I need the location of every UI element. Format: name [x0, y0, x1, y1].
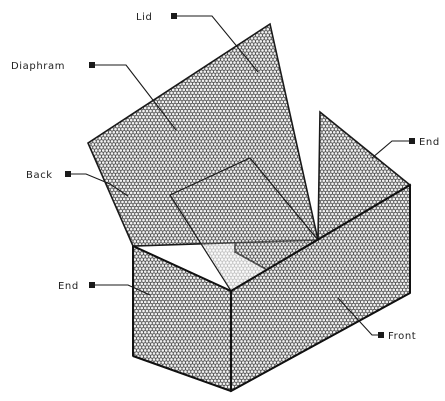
end-left-label: End: [58, 281, 79, 292]
diaphram-marker: [89, 62, 95, 68]
end-right-label: End: [419, 137, 440, 148]
front-marker: [378, 332, 384, 338]
back-marker: [65, 171, 71, 177]
end-right-marker: [409, 138, 415, 144]
lid-label: Lid: [136, 12, 153, 23]
diaphram-label: Diaphram: [11, 61, 65, 72]
back-label: Back: [26, 170, 53, 181]
lid-marker: [171, 13, 177, 19]
front-label: Front: [388, 331, 416, 342]
end-right-leader: [372, 141, 412, 158]
end-left-marker: [89, 282, 95, 288]
